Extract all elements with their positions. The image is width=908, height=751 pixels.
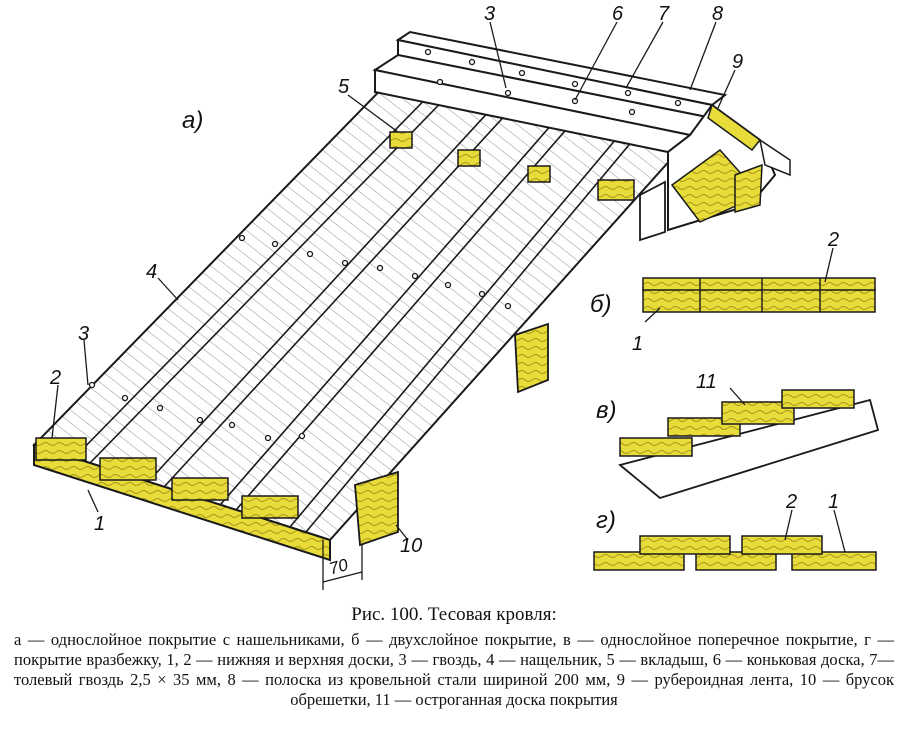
callout-5: 5 [338,76,350,98]
ridge-assembly [372,30,791,232]
callout-2-left: 2 [49,367,61,389]
figure-caption: Рис. 100. Тесовая кровля: а — однослойно… [0,604,908,710]
callout-10: 10 [400,535,422,557]
callout-9: 9 [732,51,743,73]
panel-b-diagram [642,247,876,323]
panel-v-diagram [618,387,880,500]
panel-label-b: б) [590,291,612,318]
callout-1-left: 1 [94,513,105,535]
panel-label-a: а) [182,107,203,134]
panel-label-v: в) [596,397,617,424]
panel-g-diagram [593,509,877,571]
callout-2-g: 2 [785,491,797,513]
callout-1-g: 1 [828,491,839,513]
callout-4: 4 [146,261,157,283]
dimension-70 [322,540,363,590]
callout-6: 6 [612,3,624,25]
callout-7: 7 [658,3,670,25]
callout-3-left: 3 [78,323,89,345]
front-edge [33,437,331,562]
roof-slope [32,68,718,562]
callout-8: 8 [712,3,723,25]
caption-body: а — однослойное покрытие с нашельниками,… [14,630,894,709]
caption-title: Рис. 100. Тесовая кровля: [351,604,557,625]
panel-label-g: г) [596,507,616,534]
callout-3-top: 3 [484,3,495,25]
callout-1-b: 1 [632,333,643,355]
callout-11: 11 [696,371,717,393]
callout-2-b: 2 [827,229,839,251]
dimension-label: 70 [327,555,351,579]
roof-diagram: 70 [32,3,880,590]
